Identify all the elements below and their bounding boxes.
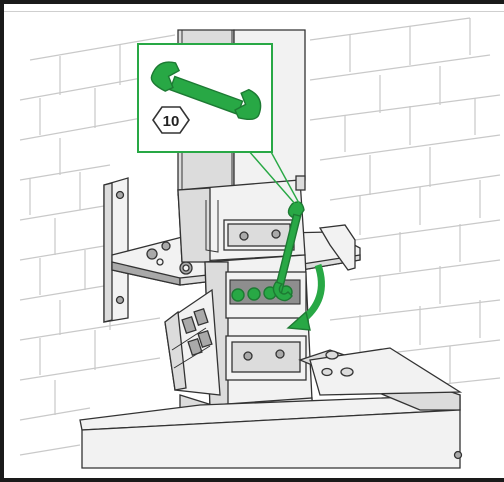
wrench-size-label: 10 bbox=[163, 113, 180, 130]
frame-rule bbox=[4, 11, 504, 12]
lower-junction-box bbox=[204, 254, 313, 409]
wrench-tool-in-use bbox=[272, 201, 305, 302]
frame-border-top bbox=[0, 0, 504, 4]
frame-border-left bbox=[0, 0, 4, 482]
hinged-cover bbox=[164, 288, 221, 396]
base-cabinet bbox=[79, 347, 463, 469]
wrench-icon bbox=[150, 61, 262, 121]
tool-callout: 10 bbox=[137, 43, 273, 153]
curved-arrow-icon bbox=[286, 263, 325, 331]
upper-junction-box bbox=[177, 175, 306, 263]
frame-border-bottom bbox=[0, 478, 504, 482]
bracket-bolts bbox=[146, 241, 193, 275]
callout-leader bbox=[247, 149, 301, 206]
hexagon-badge-icon: 10 bbox=[152, 106, 190, 134]
